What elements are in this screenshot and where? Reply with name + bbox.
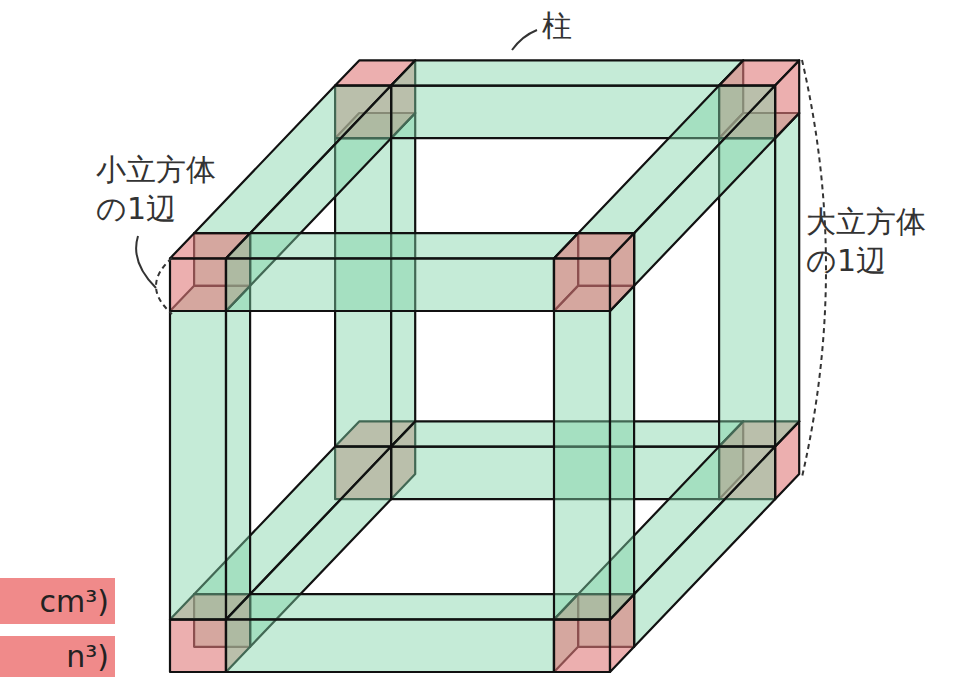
dimension-label: 小立方体 の1辺 bbox=[96, 150, 224, 228]
prism-face bbox=[610, 286, 634, 620]
prism-face bbox=[554, 311, 610, 619]
prism-face bbox=[170, 619, 226, 672]
leader-line bbox=[512, 30, 537, 50]
unit-text: cm³) bbox=[40, 582, 109, 621]
prism-face bbox=[634, 447, 775, 647]
dimension-bracket bbox=[156, 258, 172, 314]
prism-face bbox=[775, 113, 799, 447]
prism-face bbox=[634, 86, 775, 286]
prism-face bbox=[554, 619, 610, 672]
prism-face bbox=[226, 594, 578, 619]
prism-face bbox=[775, 60, 799, 138]
unit-box: cm³) bbox=[0, 578, 115, 624]
prism-face bbox=[610, 233, 634, 311]
unit-box: n³) bbox=[0, 636, 115, 677]
prism-face bbox=[226, 233, 578, 258]
prism-face bbox=[391, 86, 719, 139]
unit-text: n³) bbox=[66, 637, 109, 676]
prism-face bbox=[226, 286, 250, 620]
leader-line bbox=[136, 236, 156, 288]
prism-face bbox=[226, 258, 554, 311]
prism-face bbox=[170, 258, 226, 311]
prism-face bbox=[170, 311, 226, 619]
dimension-label: 大立方体 の1辺 bbox=[806, 202, 934, 280]
prism-face bbox=[226, 619, 554, 672]
prism-face bbox=[554, 258, 610, 311]
prism-face bbox=[391, 60, 743, 85]
part-label: 柱 bbox=[542, 6, 572, 45]
cube-frame bbox=[170, 60, 799, 672]
